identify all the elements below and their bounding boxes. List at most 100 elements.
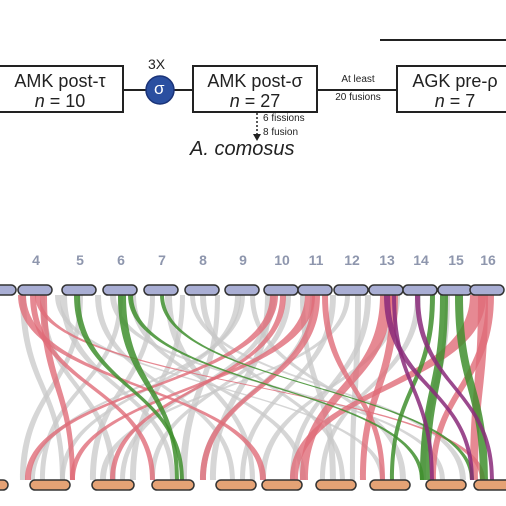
red-synteny-ribbon [300,295,392,480]
rearr-line2: 8 fusion [263,127,299,138]
n-label: n [34,91,45,111]
bottom-chromosome-bar [315,479,357,491]
bottom-chromosome-bars [0,479,506,491]
node-amk-post-tau: AMK post-τ n = 10 [0,65,124,113]
node-count: n = 27 [194,91,316,111]
gray-synteny-ribbon [210,295,272,480]
red-synteny-ribbon [290,295,486,480]
n-label: n [229,91,240,111]
gray-synteny-ribbon [100,295,350,480]
purple-synteny-ribbon [392,295,434,480]
red-synteny-ribbon [360,295,398,480]
chromosome-label-11: 11 [308,252,324,268]
gray-synteny-ribbon [240,295,336,480]
chromosome-label-4: 4 [32,252,40,268]
gray-synteny-ribbon [130,295,185,480]
gray-synteny-ribbon [60,295,175,480]
red-synteny-ribbon [18,295,266,480]
bottom-chromosome-bar [29,479,71,491]
red-synteny-ribbon [430,295,494,480]
wgd-symbol: σ [154,79,165,98]
node-amk-post-sigma: AMK post-σ n = 27 [192,65,318,113]
top-chromosome-bar [17,284,53,296]
chromosome-label-16: 16 [480,252,496,268]
top-chromosome-bar [263,284,299,296]
green-synteny-ribbon [160,295,474,480]
chromosome-label-14: 14 [413,252,429,268]
gray-synteny-ribbon [200,295,345,480]
top-chromosome-bar [469,284,505,296]
gray-synteny-ribbon [30,295,245,480]
top-chromosome-bar [224,284,260,296]
gray-synteny-ribbon [90,295,155,480]
gray-synteny-ribbon [320,295,421,480]
gray-synteny-ribbon [95,295,235,480]
chromosome-label-9: 9 [239,252,247,268]
red-synteny-ribbon [70,295,315,480]
bottom-chromosome-bar [369,479,411,491]
bottom-chromosome-bar [91,479,135,491]
green-synteny-ribbon [118,295,179,480]
top-chromosome-bar [297,284,333,296]
gray-synteny-ribbon [20,295,83,480]
top-chromosome-bar [437,284,473,296]
gray-synteny-ribbon [40,295,123,480]
gray-synteny-ribbon [55,295,385,480]
node-title: AMK post-σ [207,71,303,91]
gray-synteny-ribbon [20,295,65,480]
chromosome-label-10: 10 [274,252,290,268]
green-synteny-ribbon [455,295,488,480]
top-chromosome-bar [102,284,138,296]
red-synteny-ribbon [35,295,485,480]
node-count: n = 10 [0,91,122,111]
gray-synteny-ribbon [40,295,116,480]
wgd-multiplier: 3X [148,56,166,72]
chromosome-label-5: 5 [76,252,84,268]
wgd-circle [145,75,175,105]
synteny-ribbons [18,295,494,480]
gray-synteny-ribbon [165,295,255,480]
node-agk-pre-rho: AGK pre-ρ n = 7 [396,65,506,113]
red-synteny-ribbon [322,295,385,480]
green-synteny-ribbon [74,295,184,480]
red-synteny-ribbon [110,295,286,480]
bottom-chromosome-bar [215,479,257,491]
bottom-chromosome-bar [151,479,195,491]
node-count: n = 7 [398,91,506,111]
top-chromosome-bar [143,284,179,296]
bottom-chromosome-bar [425,479,467,491]
chromosome-label-13: 13 [379,252,395,268]
edge-label-line2: 20 fusions [335,92,381,103]
species-name: A. comosus [190,138,295,160]
red-synteny-ribbon [40,295,75,480]
arrow-head [253,134,261,141]
top-chromosome-bar [61,284,97,296]
n-value: = 10 [49,91,86,111]
chromosome-label-8: 8 [199,252,207,268]
top-chromosome-bars [0,284,505,296]
n-value: = 27 [244,91,281,111]
node-title: AMK post-τ [14,71,106,91]
chromosome-label-12: 12 [344,252,360,268]
top-chromosome-bar [368,284,404,296]
bottom-chromosome-bar [0,479,9,491]
edge-label-line1: At least [341,74,375,85]
top-chromosome-bar [184,284,220,296]
node-title: AGK pre-ρ [412,71,498,91]
green-synteny-ribbon [128,295,424,480]
gray-synteny-ribbon [260,295,400,480]
chromosome-label-15: 15 [448,252,464,268]
bottom-chromosome-bar [473,479,506,491]
n-label: n [434,91,445,111]
n-value: = 7 [449,91,476,111]
chromosome-label-6: 6 [117,252,125,268]
chromosome-label-7: 7 [158,252,166,268]
purple-synteny-ribbon [415,295,494,480]
bottom-chromosome-bar [261,479,303,491]
top-chromosome-bar [333,284,369,296]
top-chromosome-bar [402,284,438,296]
red-synteny-ribbon [30,295,155,480]
purple-synteny-ribbon [384,295,474,480]
top-chromosome-bar [0,284,17,296]
